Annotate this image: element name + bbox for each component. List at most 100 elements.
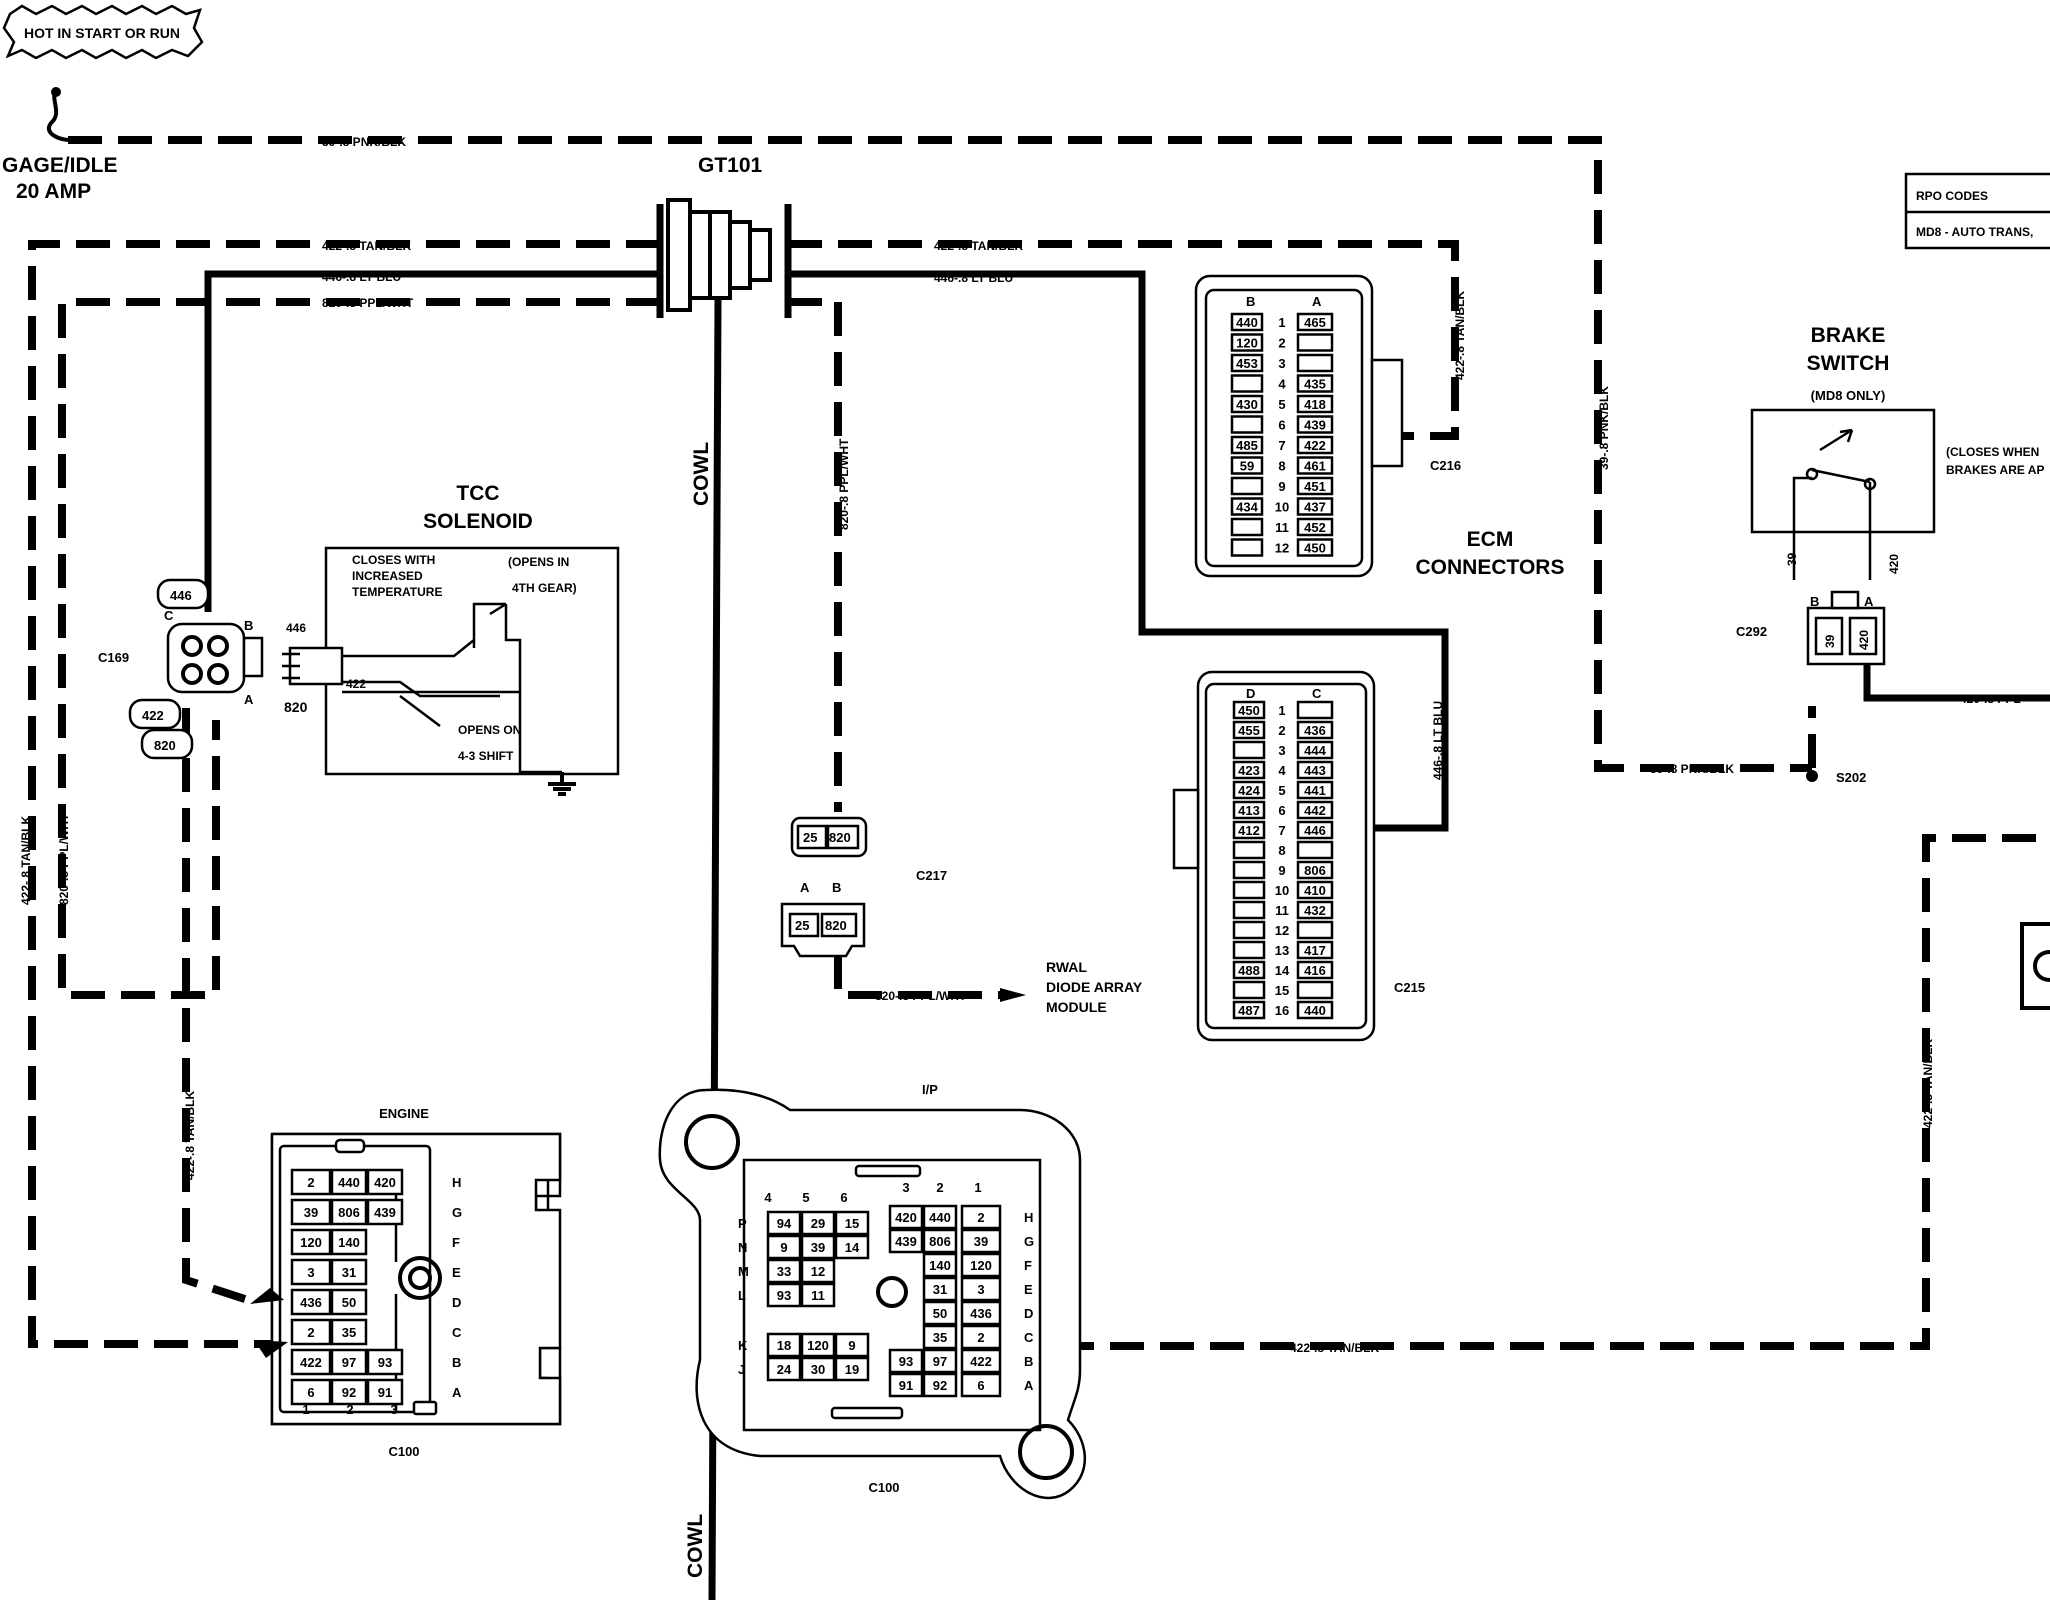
ip-right-pin-G-2: 806 (929, 1234, 951, 1249)
engine-cell-B-1 (290, 1348, 332, 1376)
ip-left-cell-J-6 (834, 1356, 870, 1382)
c215-cell-c-6 (1296, 800, 1334, 820)
fuse-amp: 20 AMP (16, 180, 91, 203)
engine-pin-A-1: 6 (307, 1385, 314, 1400)
c217-cav-a: A (800, 880, 810, 895)
c216-cell-a-11 (1296, 517, 1334, 537)
c216-cell-b-3 (1230, 353, 1264, 373)
ip-right-cell-F-2 (922, 1252, 958, 1278)
c216-row-num-1: 1 (1278, 315, 1285, 330)
wire-39-pnk-blk (68, 136, 1812, 772)
ip-right-pin-H-2: 440 (929, 1210, 951, 1225)
tcc-pin-422: 422 (346, 677, 366, 691)
wire-422-bottom (1060, 834, 2050, 1350)
engine-pin-H-2: 440 (338, 1175, 360, 1190)
engine-pin-F-1: 120 (300, 1235, 322, 1250)
c217-pin-820: 820 (825, 918, 847, 933)
ip-right-cell-B-1 (960, 1348, 1002, 1374)
engine-cell-G-2 (330, 1198, 368, 1226)
engine-col-3: 3 (390, 1402, 397, 1417)
label-422-right-vert: 422-.8 TAN/BLK (1921, 1039, 1935, 1128)
ecm-title-1: ECM (1467, 528, 1514, 551)
c216-cell-b-7 (1230, 435, 1264, 455)
c215-cell-d-8 (1232, 840, 1266, 860)
ip-left-cell-J-4 (766, 1356, 802, 1382)
ip-label: I/P (922, 1082, 938, 1097)
c216-cell-b-10 (1230, 497, 1264, 516)
c217-top-pin-25: 25 (803, 830, 817, 845)
c217-pin-25: 25 (795, 918, 809, 933)
c215-row-num-15: 15 (1275, 983, 1289, 998)
c215-cell-d-13 (1232, 940, 1266, 960)
c216-pin-b-2: 120 (1236, 336, 1258, 351)
label-422-top-right: 422-.8 TAN/BLK (934, 239, 1023, 253)
c215-pin-c-13: 417 (1304, 943, 1326, 958)
ip-left-pin-N-4: 9 (780, 1240, 787, 1255)
rwal-1: RWAL (1046, 959, 1087, 975)
ip-right-pin-H-3: 420 (895, 1210, 917, 1225)
ip-right-row-letter-A: A (1024, 1378, 1034, 1393)
c216-cell-b-11 (1230, 517, 1264, 537)
ip-right-pin-D-2: 50 (933, 1306, 947, 1321)
ip-left-pin-K-6: 9 (848, 1338, 855, 1353)
c215-cell-d-1 (1232, 700, 1266, 720)
c169-cav-b: B (244, 618, 253, 633)
c217-label: C217 (916, 868, 947, 883)
engine-cell-E-2 (330, 1258, 368, 1286)
wire-labels: 39-.8 PNK/BLK 422-.8 TAN/BLK 446-.8 LT B… (19, 135, 2021, 1355)
label-446-vert: 446-.8 LT BLU (1431, 701, 1445, 780)
c215-pin-c-9: 806 (1304, 863, 1326, 878)
ip-right-cell-B-2 (922, 1348, 958, 1374)
ip-left-cell-N-4 (766, 1234, 802, 1260)
c215-cell-c-9 (1296, 860, 1334, 880)
tcc-title-2: SOLENOID (423, 510, 533, 533)
brake-switch: BRAKE SWITCH (MD8 ONLY) (CLOSES WHEN BRA… (1736, 324, 2044, 785)
ip-right-row-letter-B: B (1024, 1354, 1033, 1369)
c169-pin-820: 820 (154, 738, 176, 753)
label-820-mid-vert: 820-.8 PPL/WHT (837, 438, 851, 530)
c216-pin-a-11: 452 (1304, 520, 1326, 535)
c216-cell-b-9 (1230, 476, 1264, 496)
c215-row-num-4: 4 (1278, 763, 1286, 778)
ip-left-cell-N-6 (834, 1234, 870, 1260)
c215-cell-d-11 (1232, 900, 1266, 920)
brake-title-2: SWITCH (1807, 352, 1890, 375)
ip-right-row-letter-F: F (1024, 1258, 1032, 1273)
engine-row-letter-G: G (452, 1205, 462, 1220)
c215-cell-d-2 (1232, 720, 1266, 740)
c169-label: C169 (98, 650, 129, 665)
c215-col-c: C (1312, 686, 1322, 701)
ip-left-pin-N-5: 39 (811, 1240, 825, 1255)
label-820-top: 820-.8 PPL/WHT (322, 296, 414, 310)
ip-left-pin-N-6: 14 (845, 1240, 860, 1255)
engine-pin-A-3: 91 (378, 1385, 392, 1400)
c215-cell-d-4 (1232, 760, 1266, 780)
c215-col-d: D (1246, 686, 1255, 701)
tcc-pin-820: 820 (284, 699, 308, 715)
hot-in-start-or-run-burst (2, 4, 204, 60)
c215-row-num-2: 2 (1278, 723, 1285, 738)
ip-right-cell-H-3 (888, 1204, 924, 1230)
brake-title-1: BRAKE (1811, 324, 1886, 347)
c215-pin-d-14: 488 (1238, 963, 1260, 978)
c215-row-num-10: 10 (1275, 883, 1289, 898)
engine-cell-D-1 (290, 1288, 332, 1316)
tcc-pin-446: 446 (286, 621, 306, 635)
c215-cell-c-4 (1296, 760, 1334, 780)
ip-left-pin-J-4: 24 (777, 1362, 792, 1377)
ip-right-cell-D-1 (960, 1300, 1002, 1326)
c216-pin-b-5: 430 (1236, 397, 1258, 412)
c216-cell-a-10 (1296, 497, 1334, 516)
c216-cell-b-12 (1230, 538, 1264, 557)
wire-422-to-ecm (788, 240, 1459, 440)
ip-right-pin-G-1: 39 (974, 1234, 988, 1249)
c215-row-num-3: 3 (1278, 743, 1285, 758)
ip-right-pin-B-1: 422 (970, 1354, 992, 1369)
c215-pin-c-14: 416 (1304, 963, 1326, 978)
ip-right-pin-A-3: 91 (899, 1378, 913, 1393)
c216-pin-a-6: 439 (1304, 418, 1326, 433)
c215-cell-c-2 (1296, 720, 1334, 740)
engine-row-letter-D: D (452, 1295, 461, 1310)
